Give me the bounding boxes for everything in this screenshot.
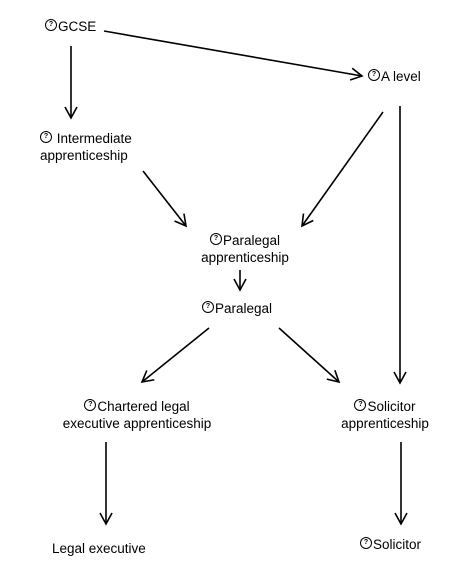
arrow-paralegal-to-solicitor-apprenticeship [278,327,341,384]
node-label-line2: apprenticeship [341,416,429,431]
node-paralegal-apprenticeship: ?Paralegal apprenticeship [190,232,300,266]
question-circle-icon[interactable]: ? [202,300,214,313]
question-circle-icon[interactable]: ? [84,398,97,411]
arrow-a-level-to-paralegal-apprenticeship [301,111,384,228]
node-label-line1: Chartered legal [97,399,190,414]
question-circle-icon[interactable]: ? [354,398,367,411]
node-label-line2: apprenticeship [40,148,128,163]
node-intermediate-apprenticeship: ? Intermediate apprenticeship [40,130,132,164]
node-paralegal: ?Paralegal [202,300,272,317]
node-label: Paralegal [215,301,273,316]
node-label-line2: executive apprenticeship [62,416,212,431]
node-legal-executive: Legal executive [52,540,146,557]
node-solicitor: ?Solicitor [360,536,421,553]
node-chartered-legal-executive-apprenticeship: ?Chartered legal executive apprenticeshi… [46,398,228,432]
arrow-paralegal-to-chartered [140,327,210,384]
question-circle-icon[interactable]: ? [209,232,222,245]
question-circle-icon[interactable]: ? [368,68,380,81]
node-gcse: ?GCSE [45,18,96,35]
arrow-gcse-to-a-level [103,30,364,81]
node-label-line2: apprenticeship [201,250,289,265]
node-label-line1: Solicitor [367,399,416,414]
node-label: Solicitor [373,537,422,552]
node-a-level: ?A level [368,68,421,85]
question-circle-icon[interactable]: ? [360,536,372,549]
question-circle-icon[interactable]: ? [40,130,52,143]
node-label: Legal executive [52,541,146,556]
node-label: GCSE [58,19,97,34]
question-circle-icon[interactable]: ? [45,18,57,31]
node-label-line1: Intermediate [56,131,132,146]
node-label: A level [381,69,421,84]
arrow-intermediate-to-paralegal-apprenticeship [142,170,188,228]
node-label-line1: Paralegal [222,233,281,248]
node-solicitor-apprenticeship: ?Solicitor apprenticeship [330,398,440,432]
